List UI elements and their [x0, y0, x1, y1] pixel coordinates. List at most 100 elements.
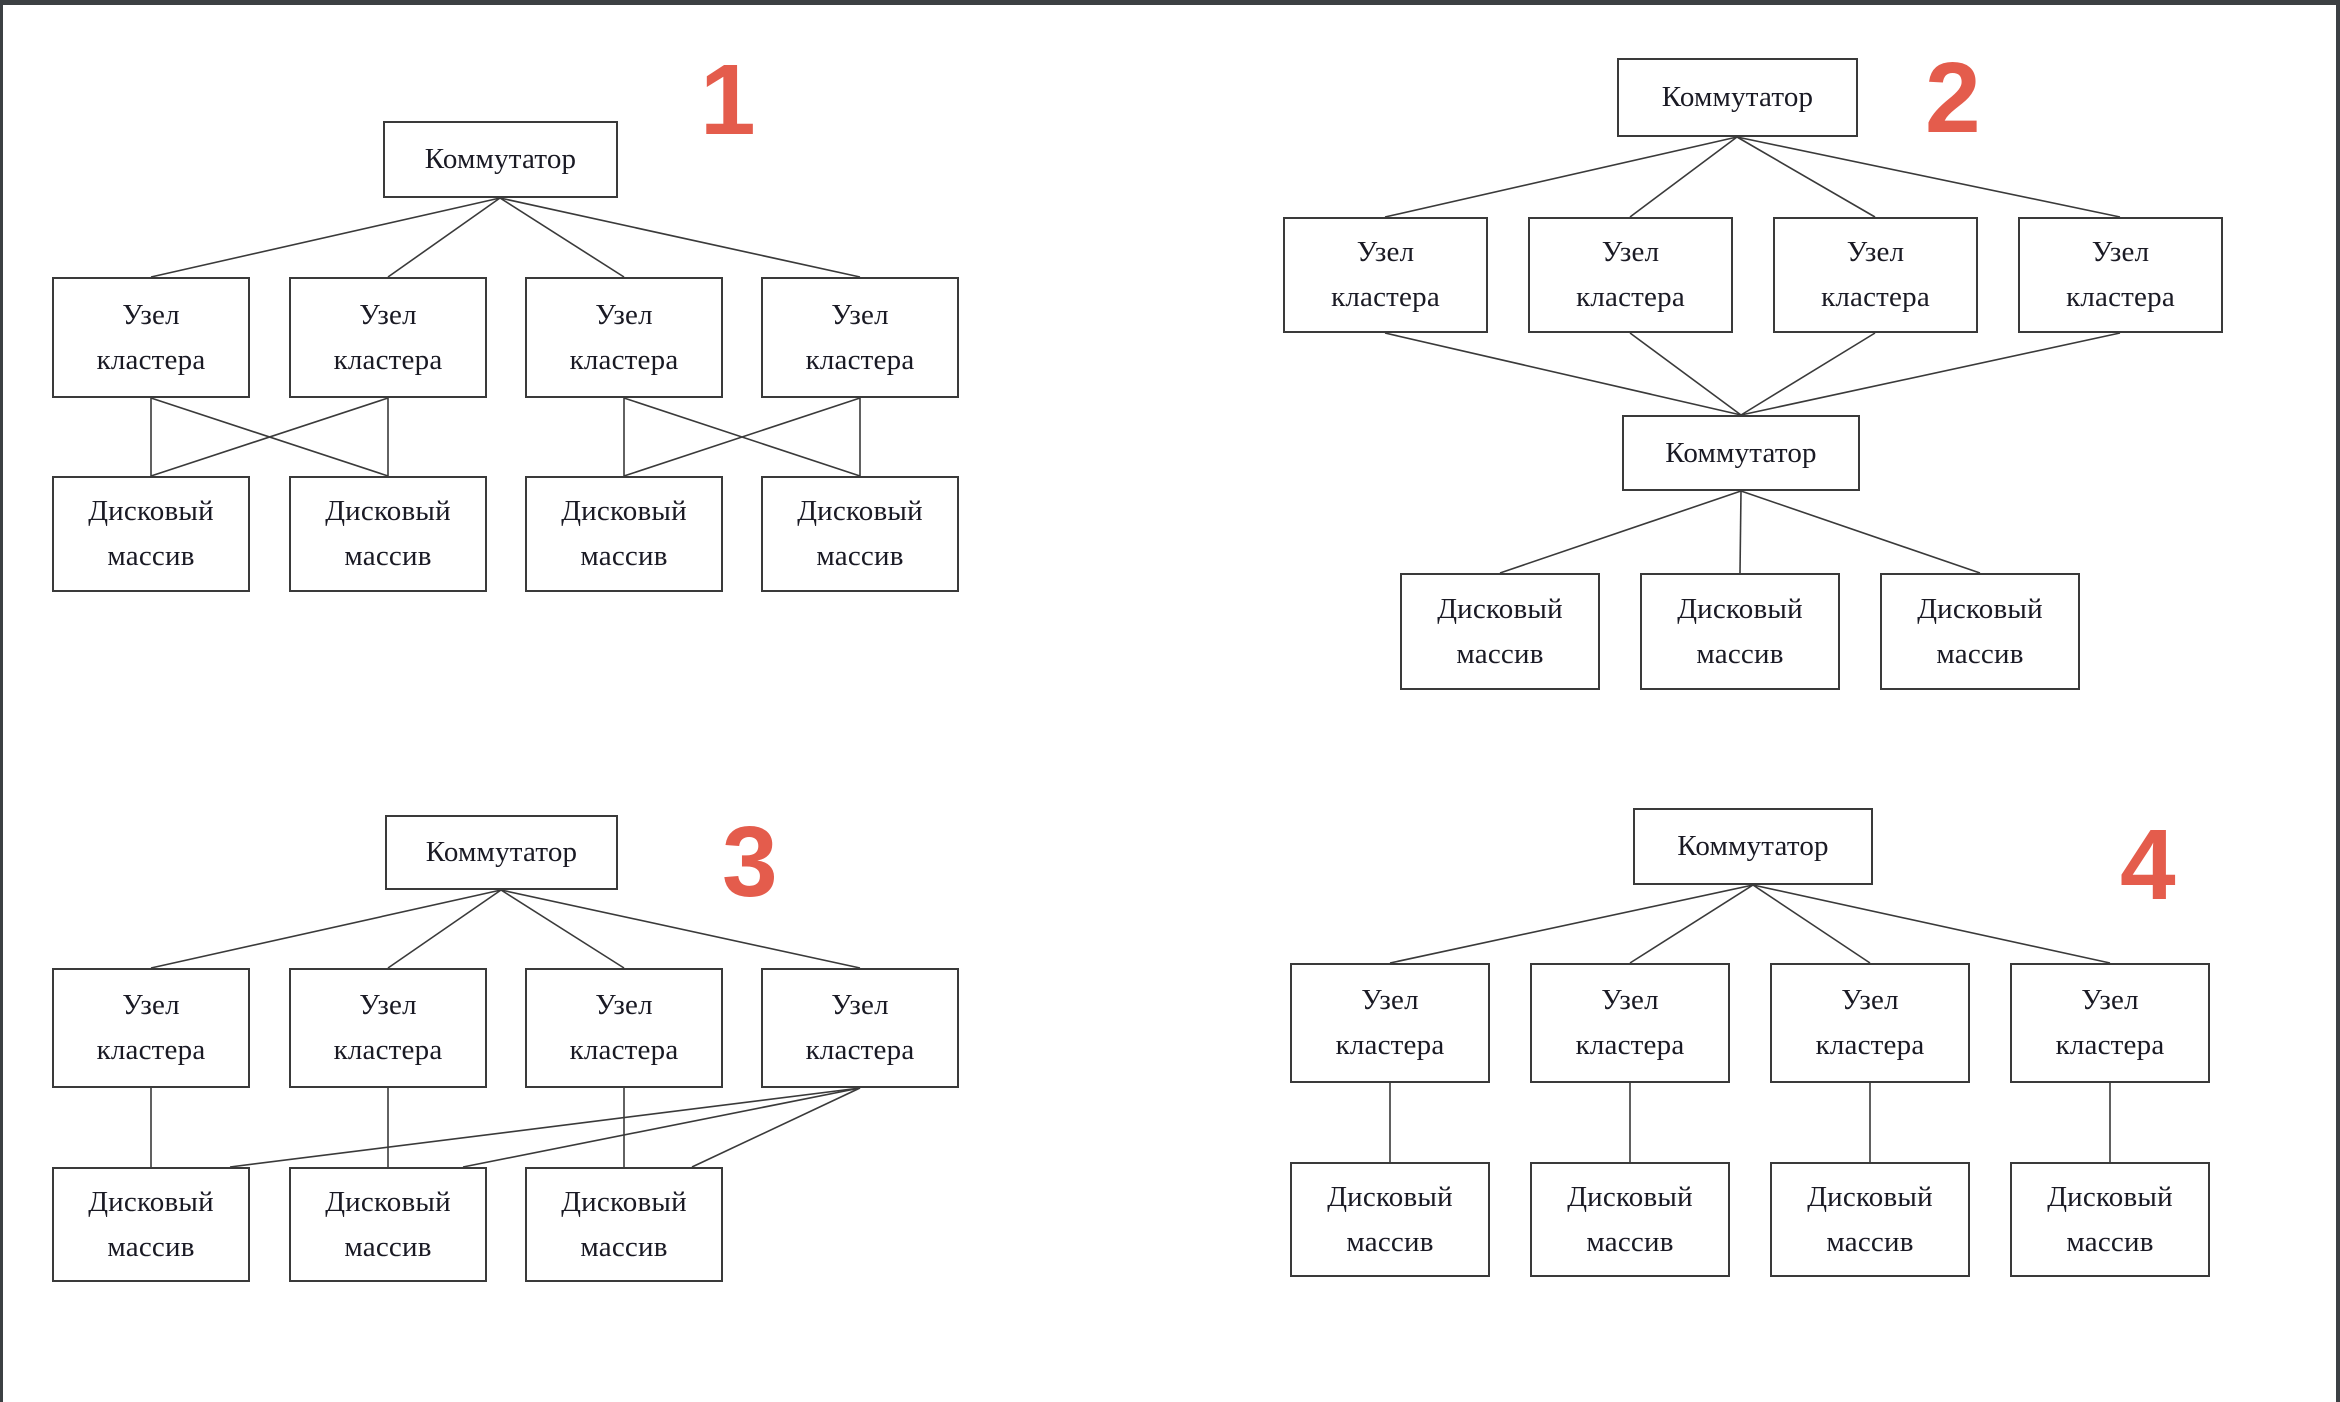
- box-label-line: кластера: [1335, 1029, 1445, 1061]
- box-label-line: кластера: [805, 1034, 915, 1066]
- box-label-line: кластера: [1575, 1029, 1685, 1061]
- box-label-line: массив: [1696, 637, 1784, 670]
- box-label-line: Коммутатор: [425, 836, 578, 869]
- box-label-line: кластера: [2055, 1029, 2165, 1061]
- disk-array-box: Дисковый массив: [525, 476, 723, 592]
- box-label-line: Узел: [831, 298, 889, 331]
- connector-line: [1752, 884, 2111, 964]
- box-label-line: кластера: [333, 1034, 443, 1066]
- connector-line: [1736, 136, 2121, 218]
- box-label-line: Дисковый: [1677, 592, 1803, 625]
- box-label-line: Узел: [595, 989, 653, 1022]
- box-label-line: массив: [107, 540, 195, 572]
- box-label-line: массив: [344, 540, 432, 572]
- connector-line: [462, 1087, 861, 1168]
- box-label-line: кластера: [96, 343, 206, 376]
- diagram-number: 2: [1925, 42, 1981, 154]
- box-label-line: Узел: [122, 989, 180, 1022]
- connector-line: [1629, 332, 1742, 416]
- box-label-line: массив: [107, 1230, 195, 1263]
- box-label-line: массив: [580, 1230, 668, 1263]
- box-label-line: Узел: [1841, 984, 1899, 1017]
- box-label-line: кластера: [1576, 281, 1685, 313]
- box-label-line: Дисковый: [2047, 1180, 2173, 1213]
- connector-line: [387, 889, 502, 969]
- page-frame-right-border: [2336, 0, 2340, 1402]
- disk-array-box: Дисковый массив: [52, 476, 250, 592]
- box-label-line: Дисковый: [561, 1185, 687, 1218]
- switch-box: Коммутатор: [1622, 415, 1860, 491]
- box-label-line: Дисковый: [325, 495, 451, 528]
- connector-line: [1740, 332, 1876, 416]
- connector-line: [229, 1087, 861, 1168]
- connector-line: [1740, 332, 2121, 416]
- cluster-node-box: Узел кластера: [289, 968, 487, 1088]
- cluster-node-box: Узел кластера: [761, 277, 959, 398]
- box-label-line: Дисковый: [1807, 1180, 1933, 1213]
- box-label-line: Узел: [1601, 984, 1659, 1017]
- box-label-line: Дисковый: [88, 495, 214, 528]
- box-label-line: массив: [1936, 637, 2024, 670]
- disk-array-box: Дисковый массив: [1640, 573, 1840, 690]
- box-label-line: Коммутатор: [1665, 436, 1817, 469]
- box-label-line: кластера: [805, 343, 915, 376]
- box-label-line: кластера: [1815, 1029, 1925, 1061]
- box-label-line: Дисковый: [1437, 592, 1563, 625]
- page-frame-top-border: [0, 0, 2340, 5]
- box-label-line: Узел: [2091, 236, 2150, 269]
- connector-line: [1752, 884, 1871, 964]
- box-label-line: Узел: [1361, 984, 1419, 1017]
- box-label-line: массив: [1456, 637, 1544, 670]
- box-label-line: Дисковый: [1917, 592, 2043, 625]
- switch-box: Коммутатор: [1633, 808, 1873, 885]
- cluster-node-box: Узел кластера: [52, 277, 250, 398]
- connector-line: [1499, 490, 1742, 574]
- connector-line: [1736, 136, 1876, 218]
- box-label-line: массив: [580, 540, 668, 572]
- box-label-line: массив: [816, 540, 904, 572]
- connector-line: [1629, 884, 1754, 964]
- switch-box: Коммутатор: [383, 121, 618, 198]
- connector-line: [1389, 884, 1754, 964]
- connector-line: [499, 197, 625, 278]
- diagram-number: 3: [722, 806, 778, 918]
- switch-box: Коммутатор: [385, 815, 618, 890]
- page-frame-left-border: [0, 0, 3, 1402]
- disk-array-box: Дисковый массив: [1290, 1162, 1490, 1277]
- cluster-node-box: Узел кластера: [1770, 963, 1970, 1083]
- connector-line: [1384, 332, 1742, 416]
- connector-line: [387, 197, 501, 278]
- diagram-number: 1: [700, 44, 756, 156]
- connector-line: [1384, 136, 1738, 218]
- disk-array-box: Дисковый массив: [525, 1167, 723, 1282]
- box-label-line: массив: [1346, 1225, 1434, 1258]
- box-label-line: Дисковый: [561, 495, 687, 528]
- connector-line: [150, 397, 389, 477]
- box-label-line: Дисковый: [1327, 1180, 1453, 1213]
- diagram-number: 4: [2120, 809, 2176, 921]
- connector-line: [500, 889, 625, 969]
- box-label-line: кластера: [1821, 281, 1930, 313]
- cluster-node-box: Узел кластера: [1530, 963, 1730, 1083]
- box-label-line: Узел: [1356, 236, 1415, 269]
- box-label-line: Узел: [359, 989, 417, 1022]
- disk-array-box: Дисковый массив: [289, 476, 487, 592]
- box-label-line: Коммутатор: [1661, 81, 1814, 114]
- box-label-line: кластера: [333, 343, 443, 376]
- box-label-line: Узел: [122, 298, 180, 331]
- connector-line: [1629, 136, 1738, 218]
